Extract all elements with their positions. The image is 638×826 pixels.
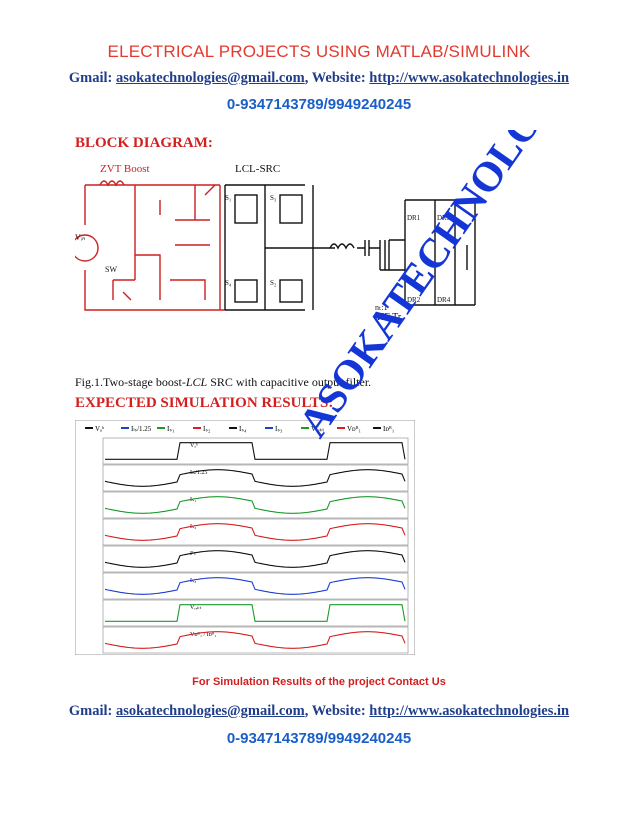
waveform-trace [104, 577, 406, 595]
zvt-boost-label: ZVT Boost [100, 163, 150, 175]
panel-label: Vᴅᴿ₁ / Iᴅᴿ₁ [190, 632, 216, 638]
waveform-trace [105, 442, 406, 460]
waveform-panel [102, 545, 409, 573]
waveform-panel [102, 464, 409, 492]
panel-label: Iₛ₃ [190, 578, 196, 584]
watermark: ASOKATECHNOLOGIES [300, 130, 609, 446]
circuit-diagram: ZVT Boost LCL-SRC HF Tr SW Vᵢₙ DR1 DR3 D… [75, 163, 476, 323]
turns-ratio-label: nₜ:1 [375, 303, 388, 312]
waveform-trace [104, 469, 406, 487]
lcl-src-section [224, 184, 476, 311]
website-link[interactable]: http://www.asokatechnologies.in [369, 70, 570, 86]
footer-gmail-label: Gmail: [68, 703, 113, 719]
waveform-trace [104, 523, 406, 541]
legend-entry: Iᴅᴿ₁ [383, 425, 394, 433]
dr2-label: DR2 [407, 296, 421, 304]
watermark-text: ASOKATECHNOLOGIES [300, 130, 609, 446]
legend-entry: Iₗₛ/1.25 [131, 425, 152, 433]
figure-caption: Fig.1.Two-stage boost-LCL SRC with capac… [75, 375, 371, 390]
s4-label: S₄ [225, 279, 232, 287]
dr3-label: DR3 [437, 214, 451, 222]
panel-label: Iₛ₁ [190, 497, 196, 503]
panel-label: Vᵣₑₖₜ [190, 605, 202, 611]
caption-suffix: SRC with capacitive output filter. [207, 375, 372, 389]
panel-label: Iₛ₂ [190, 524, 196, 530]
gmail-label: Gmail: [68, 70, 113, 86]
page-title: ELECTRICAL PROJECTS USING MATLAB/SIMULIN… [107, 42, 531, 61]
legend-entry: Iₛ₄ [239, 425, 247, 433]
waveform-panel [102, 518, 409, 546]
panel-label: Iₗₛ/1.25 [190, 470, 207, 476]
waveform-panel [102, 572, 409, 600]
legend-entry: Iₛ₂ [203, 425, 211, 433]
waveform-trace [104, 550, 406, 568]
gmail-link[interactable]: asokatechnologies@gmail.com [116, 70, 305, 86]
footer-phone: 0-9347143789/9949240245 [226, 730, 412, 747]
waveform-trace [104, 496, 406, 514]
header-contact-line: Gmail: asokatechnologies@gmail.com, Webs… [68, 70, 570, 86]
legend: Vₐᵇ Iₗₛ/1.25 Iₛ₁ Iₛ₂ Iₛ₄ Iₛ₃ Vᵣₑₖₜ Vᴅᴿ₁ Iᴅᴿ₁ [85, 425, 394, 433]
s3-label: S₃ [270, 194, 277, 202]
dr4-label: DR4 [437, 296, 451, 304]
footer-website-label: Website: [311, 703, 366, 719]
panel-label: Iᴸₜ [190, 551, 196, 557]
simulation-heading: EXPECTED SIMULATION RESULTS: [75, 395, 334, 411]
vin-label: Vᵢₙ [75, 233, 85, 242]
header-phone: 0-9347143789/9949240245 [226, 96, 412, 113]
zvt-boost-section [75, 180, 225, 311]
contact-us-note: For Simulation Results of the project Co… [192, 676, 446, 688]
s1-label: S₁ [225, 194, 231, 202]
legend-entry: Iₛ₃ [275, 425, 283, 433]
legend-entry: Vₐᵇ [95, 425, 105, 433]
caption-italic: LCL [185, 375, 208, 389]
dr1-label: DR1 [407, 214, 421, 222]
legend-entry: Vᴅᴿ₁ [347, 425, 361, 433]
waveform-trace [105, 604, 406, 622]
website-label: Website: [311, 70, 366, 86]
hf-tr-label: HF Tr [377, 312, 402, 323]
legend-entry: Vᵣₑₖₜ [311, 425, 325, 433]
block-diagram-heading: BLOCK DIAGRAM: [75, 135, 213, 151]
lcl-src-label: LCL-SRC [235, 163, 280, 175]
sw-label: SW [105, 265, 117, 274]
footer-contact-line: Gmail: asokatechnologies@gmail.com, Webs… [68, 703, 570, 719]
waveform-trace [104, 631, 406, 649]
panel-label: Vₐᵇ [190, 443, 198, 449]
waveform-panel [102, 437, 409, 465]
footer-gmail-link[interactable]: asokatechnologies@gmail.com [116, 703, 305, 719]
waveform-panel [102, 626, 409, 654]
s2-label: S₂ [270, 279, 277, 287]
waveform-panel [102, 491, 409, 519]
footer-website-link[interactable]: http://www.asokatechnologies.in [369, 703, 570, 719]
caption-prefix: Fig.1.Two-stage boost- [75, 375, 186, 389]
waveform-panel [102, 599, 409, 627]
legend-entry: Iₛ₁ [167, 425, 174, 433]
